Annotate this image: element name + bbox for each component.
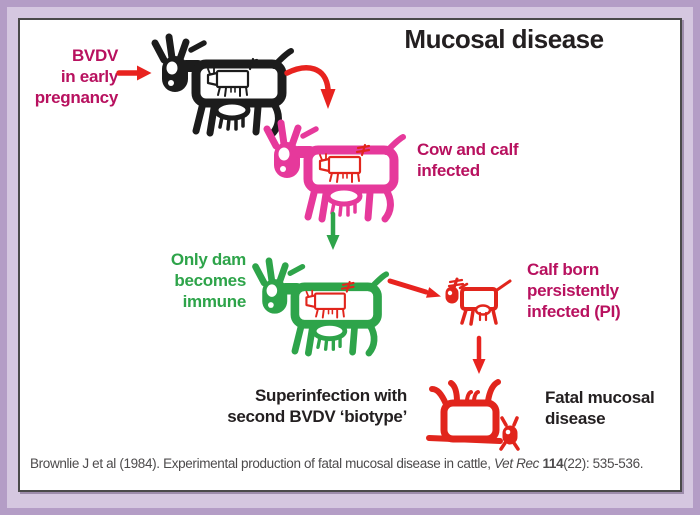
bvdv-early-pregnancy-label: BVDV in early pregnancy xyxy=(20,45,119,108)
arrow-down-icon xyxy=(326,211,340,250)
fatal-label-line: Fatal mucosal xyxy=(545,388,655,407)
cow-and-calf-label-line: Cow and calf xyxy=(417,140,519,159)
only-dam-label-line: Only dam xyxy=(170,250,246,269)
dead-cow-icon xyxy=(426,377,526,451)
cow-and-calf-infected-label: Cow and calf infected xyxy=(417,139,519,181)
cow-and-calf-label-line: infected xyxy=(417,161,480,180)
page-title: Mucosal disease xyxy=(404,24,604,54)
superinfection-label-line: second BVDV ‘biotype’ xyxy=(227,407,407,426)
fatal-label-line: disease xyxy=(545,409,606,428)
bvdv-label-line: BVDV xyxy=(71,46,118,65)
superinfection-label: Superinfection with second BVDV ‘biotype… xyxy=(217,385,407,427)
arrow-down-icon xyxy=(472,335,486,374)
bvdv-label-line: pregnancy xyxy=(34,88,119,107)
citation-volume: 114 xyxy=(539,456,564,471)
arrow-right-down-icon xyxy=(387,278,441,298)
citation: Brownlie J et al (1984). Experimental pr… xyxy=(30,456,643,471)
only-dam-label-line: becomes xyxy=(174,271,246,290)
pregnant-cow-icon xyxy=(258,119,404,221)
citation-issue-pages: (22): 535-536. xyxy=(563,456,644,471)
fatal-mucosal-disease-label: Fatal mucosal disease xyxy=(545,387,655,429)
superinfection-label-line: Superinfection with xyxy=(254,386,407,405)
only-dam-label-line: immune xyxy=(182,292,247,311)
calf-born-label-line: Calf born xyxy=(527,260,599,279)
citation-journal: Vet Rec xyxy=(494,456,540,471)
calf-born-pi-label: Calf born persistently infected (PI) xyxy=(527,259,621,322)
arrow-right-icon xyxy=(116,65,152,81)
calf-born-label-line: persistently xyxy=(527,281,619,300)
pregnant-cow-icon xyxy=(246,257,388,355)
calf-icon xyxy=(440,276,518,328)
diagram-panel xyxy=(18,18,682,492)
arrow-curved-down-icon xyxy=(284,65,336,109)
only-dam-immune-label: Only dam becomes immune xyxy=(148,249,246,312)
citation-text: Brownlie J et al (1984). Experimental pr… xyxy=(30,456,495,471)
bvdv-label-line: in early xyxy=(60,67,118,86)
calf-born-label-line: infected (PI) xyxy=(527,302,621,321)
